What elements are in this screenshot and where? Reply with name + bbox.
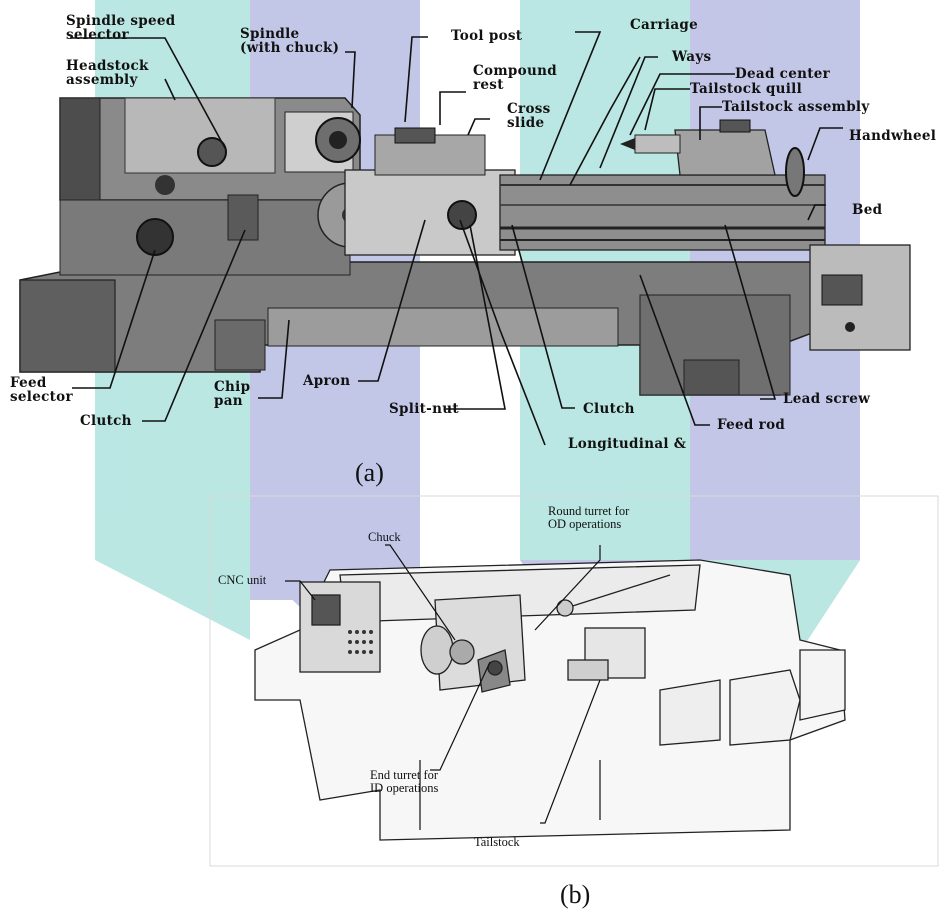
label-feed-rod: Feed rod <box>717 418 785 432</box>
label-round-turret: Round turret for OD operations <box>548 505 629 531</box>
label-end-turret: End turret for ID operations <box>370 769 438 795</box>
label-tool-post: Tool post <box>451 29 522 43</box>
label-handwheel: Handwheel <box>849 129 936 143</box>
label-spindle-with-chuck: Spindle (with chuck) <box>240 27 339 55</box>
label-bed: Bed <box>852 203 882 217</box>
label-lead-screw: Lead screw <box>783 392 870 406</box>
label-cross-slide: Cross slide <box>507 102 551 130</box>
label-chip-pan: Chip pan <box>214 380 250 408</box>
label-split-nut: Split-nut <box>389 402 459 416</box>
label-clutch-left: Clutch <box>80 414 132 428</box>
label-chuck: Chuck <box>368 531 401 544</box>
label-apron: Apron <box>303 374 350 388</box>
label-carriage: Carriage <box>630 18 698 32</box>
label-spindle-speed-selector: Spindle speed selector <box>66 14 176 42</box>
label-dead-center: Dead center <box>735 67 830 81</box>
label-feed-selector: Feed selector <box>10 376 73 404</box>
label-longitudinal: Longitudinal & <box>568 437 686 451</box>
caption-b: (b) <box>560 880 590 910</box>
label-cnc-unit: CNC unit <box>218 574 266 587</box>
label-clutch-right: Clutch <box>583 402 635 416</box>
label-tailstock-assembly: Tailstock assembly <box>722 100 870 114</box>
label-compound-rest: Compound rest <box>473 64 557 92</box>
label-tailstock-b: Tailstock <box>474 836 520 849</box>
label-headstock-assembly: Headstock assembly <box>66 59 149 87</box>
caption-a: (a) <box>355 458 384 488</box>
label-tailstock-quill: Tailstock quill <box>690 82 802 96</box>
label-ways: Ways <box>672 50 711 64</box>
